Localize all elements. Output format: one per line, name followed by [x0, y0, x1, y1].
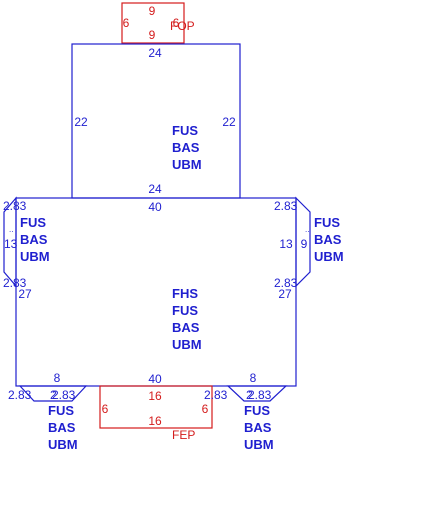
bottom-right-top-dim: 8	[250, 371, 257, 385]
upper-left-dim: 22	[74, 115, 88, 129]
upper-right-dim: 22	[222, 115, 236, 129]
upper-label-1: FUS	[172, 123, 198, 138]
left-wing-bottom-dim: 2.83	[3, 276, 27, 290]
main-bottom-dim: 40	[148, 372, 162, 386]
fop-name: FOP	[170, 19, 195, 33]
bottom-left-label-2: BAS	[48, 420, 76, 435]
bottom-right-bottom-dim: 2	[246, 388, 253, 402]
fop-top-dim: 9	[149, 4, 156, 18]
fop-left-dim: 6	[123, 16, 130, 30]
left-wing-label-2: BAS	[20, 232, 48, 247]
main-panel	[15, 197, 297, 387]
upper-bottom-dim: 24	[148, 182, 162, 196]
fep-name: FEP	[172, 428, 195, 442]
fep-bottom-dim: 16	[148, 414, 162, 428]
left-wing-top-dim: 2.83	[3, 199, 27, 213]
bottom-right-label-1: FUS	[244, 403, 270, 418]
upper-panel	[71, 43, 241, 199]
bottom-right-flap	[226, 385, 288, 402]
bottom-left-bottom-dim: 2	[50, 388, 57, 402]
main-right-dim: 27	[278, 287, 292, 301]
bottom-left-right-dim: 2.83	[52, 388, 76, 402]
bottom-right-label-2: BAS	[244, 420, 272, 435]
left-wing-label-3: UBM	[20, 249, 50, 264]
bottom-right-label-3: UBM	[244, 437, 274, 452]
bottom-left-label-3: UBM	[48, 437, 78, 452]
bottom-left-flap	[18, 385, 88, 402]
fep-top-dim: 16	[148, 389, 162, 403]
right-wing-outer-dim: ..	[305, 225, 309, 234]
bottom-left-top-dim: 8	[54, 371, 61, 385]
upper-label-3: UBM	[172, 157, 202, 172]
fop-panel	[121, 2, 185, 44]
upper-top-dim: 24	[148, 46, 162, 60]
right-wing-flap	[295, 196, 311, 288]
bottom-right-left-dim: 2.83	[204, 388, 228, 402]
right-wing-label-2: BAS	[314, 232, 342, 247]
right-wing-inner-dim: 9	[301, 237, 308, 251]
upper-label-2: BAS	[172, 140, 200, 155]
bottom-right-right-dim: 2.83	[248, 388, 272, 402]
left-wing-label-1: FUS	[20, 215, 46, 230]
right-wing-top-dim: 2.83	[274, 199, 298, 213]
left-wing-outer-dim: ..	[9, 225, 13, 234]
main-label-4: UBM	[172, 337, 202, 352]
fep-left-dim: 6	[102, 402, 109, 416]
main-label-3: BAS	[172, 320, 200, 335]
main-label-1: FHS	[172, 286, 198, 301]
right-wing-bottom-dim: 2.83	[274, 276, 298, 290]
main-label-2: FUS	[172, 303, 198, 318]
fep-panel	[99, 385, 213, 429]
main-top-dim: 40	[148, 200, 162, 214]
right-wing-label-3: UBM	[314, 249, 344, 264]
bottom-left-label-1: FUS	[48, 403, 74, 418]
fep-right-dim: 6	[202, 402, 209, 416]
right-wing-label-1: FUS	[314, 215, 340, 230]
main-left-dim: 27	[18, 287, 32, 301]
fop-right-dim: 6	[173, 16, 180, 30]
fop-bottom-dim: 9	[149, 28, 156, 42]
left-wing-flap	[3, 196, 17, 288]
left-wing-side-dim: 13	[4, 237, 18, 251]
right-wing-side-dim: 13	[279, 237, 293, 251]
bottom-left-left-dim: 2.83	[8, 388, 32, 402]
